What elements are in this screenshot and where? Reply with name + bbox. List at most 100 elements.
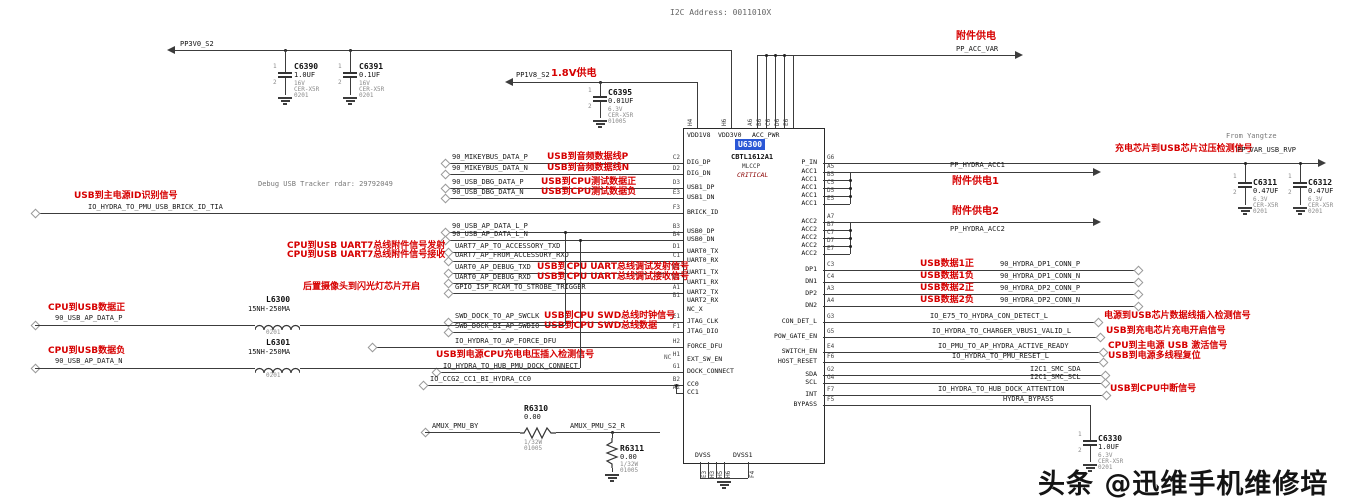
pin-number: E7 — [827, 245, 835, 252]
ground-symbol — [1298, 213, 1302, 215]
net-stub — [443, 278, 454, 289]
net-label: IO_PMU_TO_AP_HYDRA_ACTIVE_READY — [938, 342, 1069, 350]
ic-body-u6300 — [683, 128, 825, 464]
wire — [757, 55, 1015, 56]
pin-name: SWITCH_EN — [781, 347, 817, 355]
component-detail: 6.3V — [608, 106, 623, 113]
junction-dot — [1243, 161, 1247, 165]
pin-name: DP2 — [805, 289, 817, 297]
cap-pin-1: 1 — [588, 87, 592, 94]
resistor-symbol — [520, 425, 556, 440]
wire — [1300, 188, 1301, 205]
pin-name: UART0_TX — [687, 247, 719, 255]
component-detail: 0201 — [359, 92, 374, 99]
inductor-coil — [254, 316, 301, 331]
watermark: 头条 @迅维手机维修培训 — [1038, 469, 1329, 500]
pin-name: BYPASS — [793, 400, 817, 408]
component-value: 1.0UF — [1098, 443, 1120, 451]
junction-dot — [848, 228, 852, 232]
wire — [748, 462, 749, 478]
pin-number: F6 — [827, 353, 835, 360]
pin-number: A6 — [747, 118, 754, 126]
wire — [823, 163, 1318, 164]
wire — [823, 222, 850, 223]
wire — [823, 270, 1138, 271]
net-label-pp1v8: PP1V8_S2 — [516, 71, 550, 79]
annotation-red: 充电芯片到USB芯片过压检测信号 — [1115, 144, 1253, 154]
component-detail: 01005 — [620, 467, 639, 474]
wire — [300, 325, 565, 326]
ground-symbol — [343, 97, 357, 99]
pin-name: ACC1 — [801, 175, 817, 183]
component-refdes: L6300 — [266, 295, 291, 304]
annotation-red: CPU到USB数据负 — [48, 346, 126, 356]
net-label-pp3v0: PP3V0_S2 — [180, 40, 214, 48]
ground-symbol — [593, 120, 607, 122]
cap-pin-2: 2 — [588, 103, 592, 110]
annotation-red: USB到CPU SWD总线数据 — [544, 321, 658, 331]
wire — [35, 368, 255, 369]
junction-dot — [848, 194, 852, 198]
pin-name: DN1 — [805, 277, 817, 285]
wire — [372, 347, 683, 348]
net-arrow — [167, 46, 175, 54]
pin-number: D5 — [827, 187, 835, 194]
annotation-acc-supply: 附件供电 — [956, 31, 996, 42]
junction-dot — [1298, 161, 1302, 165]
net-stub — [1095, 332, 1106, 343]
component-detail: 0201 — [1308, 208, 1323, 215]
pin-number: A1 — [672, 284, 680, 291]
junction-dot — [848, 178, 852, 182]
pin-name: HOST_RESET — [777, 357, 817, 365]
pin-number: C3 — [827, 261, 835, 268]
net-label: 90_MIKEYBUS_DATA_N — [452, 164, 528, 172]
pin-number: H4 — [687, 118, 694, 126]
ic-critical-note: CRITICAL — [737, 171, 769, 179]
annotation-red: USB到电源CPU充电电压插入检测信号 — [436, 350, 595, 360]
pin-number: F7 — [827, 386, 835, 393]
wire — [823, 246, 850, 247]
pin-name: SCL — [805, 378, 817, 386]
wire — [445, 198, 683, 199]
pin-number: D3 — [672, 179, 680, 186]
cap-pin-2: 2 — [1078, 447, 1082, 454]
pin-number: A5 — [827, 163, 835, 170]
capacitor-plate — [278, 76, 292, 78]
ground-symbol — [1083, 464, 1097, 466]
annotation-red: USB数据1正 — [920, 259, 974, 269]
nc-note: NC — [664, 354, 672, 361]
wire — [823, 375, 1105, 376]
annotation-red: USB到电源多线程复位 — [1108, 351, 1201, 361]
annotation-red: USB到充电芯片充电开启信号 — [1106, 326, 1226, 336]
component-detail: 0201 — [266, 372, 281, 379]
pin-name: ACC1 — [801, 199, 817, 207]
net-label: I2C1_SMC_SCL — [1030, 373, 1081, 381]
pin-name: POW_GATE_EN — [773, 332, 817, 340]
wire — [784, 55, 785, 128]
net-arrow — [1015, 51, 1023, 59]
net-label: 90_HYDRA_DP1_CONN_P — [1000, 260, 1081, 268]
net-label: SWD_DOCK_TO_AP_SWCLK — [455, 312, 540, 320]
wire — [565, 232, 566, 325]
net-label: IO_HYDRA_TO_CHARGER_VBUS1_VALID_L — [932, 327, 1072, 335]
net-label: 90_USB_AP_DATA_P — [55, 314, 123, 322]
pin-name: DIG_DP — [687, 158, 711, 166]
pin-name: UART1_TX — [687, 268, 719, 276]
net-label: 90_HYDRA_DP2_CONN_P — [1000, 284, 1081, 292]
annotation-red: CPU到USB UART7总线附件信号发射 — [287, 241, 446, 251]
net-stub — [1098, 357, 1109, 368]
wire — [823, 230, 850, 231]
wire — [1090, 405, 1091, 440]
pin-name: CON_DET_L — [781, 317, 817, 325]
wire — [513, 82, 697, 83]
component-detail: 6.3V — [1098, 452, 1113, 459]
pin-name: USB1_DN — [687, 193, 715, 201]
wire — [823, 188, 850, 189]
net-label: I2C1_SMC_SDA — [1030, 365, 1081, 373]
net-label: PP_HYDRA_ACC2 — [950, 225, 1005, 233]
wire — [823, 282, 1138, 283]
net-stub — [1133, 301, 1144, 312]
net-label: 90_USB_DBG_DATA_N — [452, 188, 524, 196]
capacitor-plate — [278, 72, 292, 74]
wire — [823, 254, 850, 255]
